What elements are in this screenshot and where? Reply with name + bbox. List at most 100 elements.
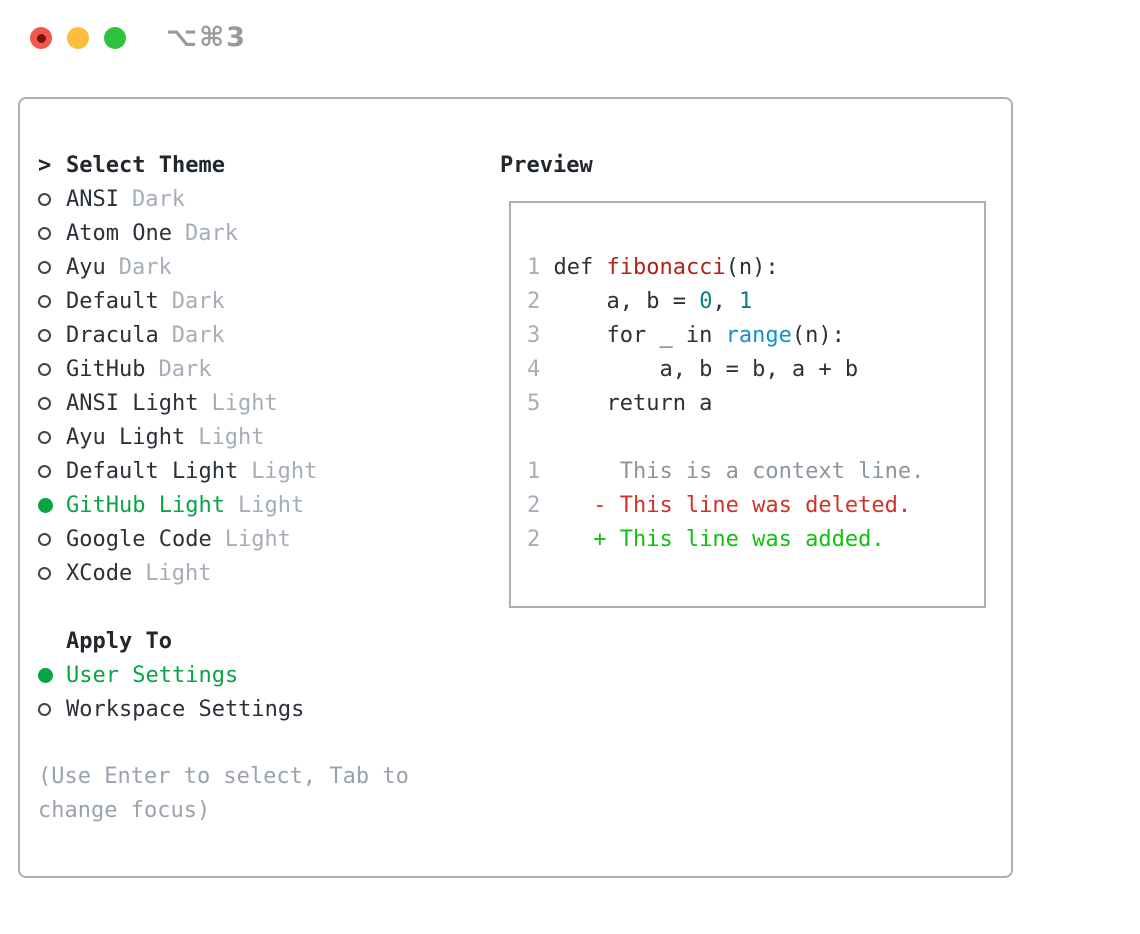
apply-to-header-row: Apply To xyxy=(38,624,498,658)
radio-icon xyxy=(38,226,51,240)
diff-segment: This is a context line. xyxy=(553,459,925,484)
diff-segment: + This line was added. xyxy=(553,527,885,552)
theme-variant: Dark xyxy=(118,254,172,280)
code-line: 4 a, b = b, a + b xyxy=(527,353,984,387)
code-segment: 1 xyxy=(738,289,753,314)
minimize-button[interactable] xyxy=(67,27,89,49)
theme-dialog: > Select Theme ANSI Dark Atom One Dark A… xyxy=(18,97,1013,878)
code-segment: return a xyxy=(553,391,713,416)
radio-icon xyxy=(38,192,51,206)
line-number: 1 xyxy=(527,459,541,484)
code-segment: (n): xyxy=(725,255,779,280)
theme-name: Ayu Light xyxy=(66,424,186,450)
theme-option-ansi-light[interactable]: ANSI Light Light xyxy=(38,386,498,420)
radio-icon xyxy=(38,497,53,513)
line-number: 2 xyxy=(527,527,541,552)
theme-variant: Dark xyxy=(158,356,212,382)
theme-variant: Light xyxy=(237,492,305,518)
title-bar: ⌥⌘3 xyxy=(0,0,1140,76)
line-number: 2 xyxy=(527,289,541,314)
theme-option-default-dark[interactable]: Default Dark xyxy=(38,284,498,318)
apply-option-label: Workspace Settings xyxy=(66,696,305,722)
theme-name: Atom One xyxy=(66,220,172,246)
code-segment: a, b = xyxy=(553,289,700,314)
radio-icon xyxy=(38,566,51,580)
apply-to-header: Apply To xyxy=(66,628,172,654)
code-line: 5 return a xyxy=(527,387,984,421)
code-segment: range xyxy=(725,323,792,348)
theme-variant: Dark xyxy=(171,288,225,314)
radio-icon xyxy=(38,396,51,410)
code-segment: (n): xyxy=(791,323,845,348)
theme-variant: Light xyxy=(145,560,212,586)
code-line: 3 for _ in range(n): xyxy=(527,319,984,353)
theme-name: Ayu xyxy=(66,254,106,280)
zoom-button[interactable] xyxy=(104,27,126,49)
theme-variant: Light xyxy=(224,526,291,552)
code-segment: a, b = b, a + b xyxy=(553,357,859,382)
select-theme-header: Select Theme xyxy=(66,152,225,178)
theme-variant: Dark xyxy=(131,186,185,212)
theme-name: Google Code xyxy=(66,526,212,552)
code-segment: fibonacci xyxy=(606,255,726,280)
theme-name: Default Light xyxy=(66,458,239,484)
theme-name: ANSI xyxy=(66,186,119,212)
preview-header-row: Preview xyxy=(500,148,1000,182)
radio-icon xyxy=(38,328,51,342)
theme-variant: Light xyxy=(251,458,318,484)
diff-added-line: 2 + This line was added. xyxy=(527,523,984,557)
theme-option-google-code[interactable]: Google Code Light xyxy=(38,522,498,556)
line-number: 4 xyxy=(527,357,541,382)
line-number: 3 xyxy=(527,323,541,348)
apply-option-user-settings[interactable]: User Settings xyxy=(38,658,498,692)
radio-icon xyxy=(38,667,53,683)
theme-option-ansi-dark[interactable]: ANSI Dark xyxy=(38,182,498,216)
theme-option-atom-one-dark[interactable]: Atom One Dark xyxy=(38,216,498,250)
apply-option-workspace-settings[interactable]: Workspace Settings xyxy=(38,692,498,726)
theme-option-dracula-dark[interactable]: Dracula Dark xyxy=(38,318,498,352)
preview-header: Preview xyxy=(500,152,593,178)
theme-variant: Dark xyxy=(171,322,225,348)
code-segment: 0 xyxy=(699,289,713,314)
theme-option-default-light[interactable]: Default Light Light xyxy=(38,454,498,488)
code-line: 2 a, b = 0, 1 xyxy=(527,285,984,319)
select-theme-header-row: > Select Theme xyxy=(38,148,498,182)
close-button[interactable] xyxy=(30,27,52,49)
theme-name: ANSI Light xyxy=(66,390,199,416)
theme-option-ayu-light[interactable]: Ayu Light Light xyxy=(38,420,498,454)
diff-deleted-line: 2 - This line was deleted. xyxy=(527,489,984,523)
window-title: ⌥⌘3 xyxy=(166,22,247,53)
radio-icon xyxy=(38,362,51,376)
radio-icon xyxy=(38,532,51,546)
close-button-dot xyxy=(36,33,46,43)
apply-option-label: User Settings xyxy=(66,662,239,688)
theme-name: Dracula xyxy=(66,322,159,348)
code-segment: , xyxy=(712,289,739,314)
diff-segment: - This line was deleted. xyxy=(553,493,912,518)
theme-option-github-light[interactable]: GitHub Light Light xyxy=(38,488,498,522)
radio-icon xyxy=(38,702,51,716)
theme-option-xcode[interactable]: XCode Light xyxy=(38,556,498,590)
line-number: 1 xyxy=(527,255,541,280)
blank-line xyxy=(527,421,984,455)
cursor-icon: > xyxy=(38,152,52,178)
code-segment: for _ in xyxy=(553,323,726,348)
theme-name: Default xyxy=(66,288,159,314)
theme-list-column: > Select Theme ANSI Dark Atom One Dark A… xyxy=(38,148,498,828)
radio-icon xyxy=(38,260,51,274)
theme-variant: Light xyxy=(198,424,265,450)
diff-context-line: 1 This is a context line. xyxy=(527,455,984,489)
theme-variant: Light xyxy=(211,390,278,416)
theme-option-ayu-dark[interactable]: Ayu Dark xyxy=(38,250,498,284)
line-number: 2 xyxy=(527,493,541,518)
radio-icon xyxy=(38,464,51,478)
theme-option-github-dark[interactable]: GitHub Dark xyxy=(38,352,498,386)
keyboard-hint: (Use Enter to select, Tab to change focu… xyxy=(38,764,409,823)
theme-name: XCode xyxy=(66,560,133,586)
theme-variant: Dark xyxy=(184,220,238,246)
line-number: 5 xyxy=(527,391,541,416)
